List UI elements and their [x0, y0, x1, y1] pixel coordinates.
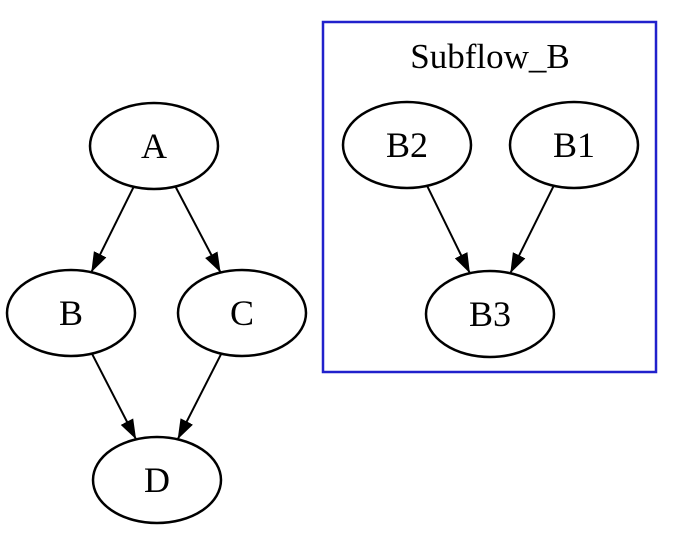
cluster-label: Subflow_B	[410, 37, 569, 76]
node-b-label: B	[59, 293, 83, 333]
node-b1-ellipse	[508, 100, 640, 190]
edge-a-c	[174, 186, 222, 273]
cluster-subflow-b: Subflow_B	[321, 20, 658, 374]
node-d: D	[91, 435, 223, 525]
node-a-ellipse	[88, 101, 220, 191]
node-b2-ellipse	[341, 100, 473, 190]
node-c-ellipse	[176, 268, 308, 358]
node-b1: B1	[508, 100, 640, 190]
node-b1-label: B1	[553, 125, 595, 165]
node-c-label: C	[230, 293, 254, 333]
cluster-border	[321, 20, 658, 374]
node-d-ellipse	[91, 435, 223, 525]
node-b3-ellipse	[424, 269, 556, 359]
node-b2: B2	[341, 100, 473, 190]
edge-b2-b3	[426, 185, 471, 274]
node-b-ellipse	[5, 268, 137, 358]
edge-c-d	[176, 353, 223, 440]
node-b3-label: B3	[469, 294, 511, 334]
node-b: B	[5, 268, 137, 358]
edge-b-d	[91, 353, 137, 440]
node-d-label: D	[144, 460, 170, 500]
node-b2-label: B2	[386, 125, 428, 165]
node-a: A	[88, 101, 220, 191]
node-b3: B3	[424, 269, 556, 359]
edge-a-b	[90, 186, 135, 273]
node-a-label: A	[141, 126, 167, 166]
node-c: C	[176, 268, 308, 358]
edge-b1-b3	[509, 185, 555, 274]
